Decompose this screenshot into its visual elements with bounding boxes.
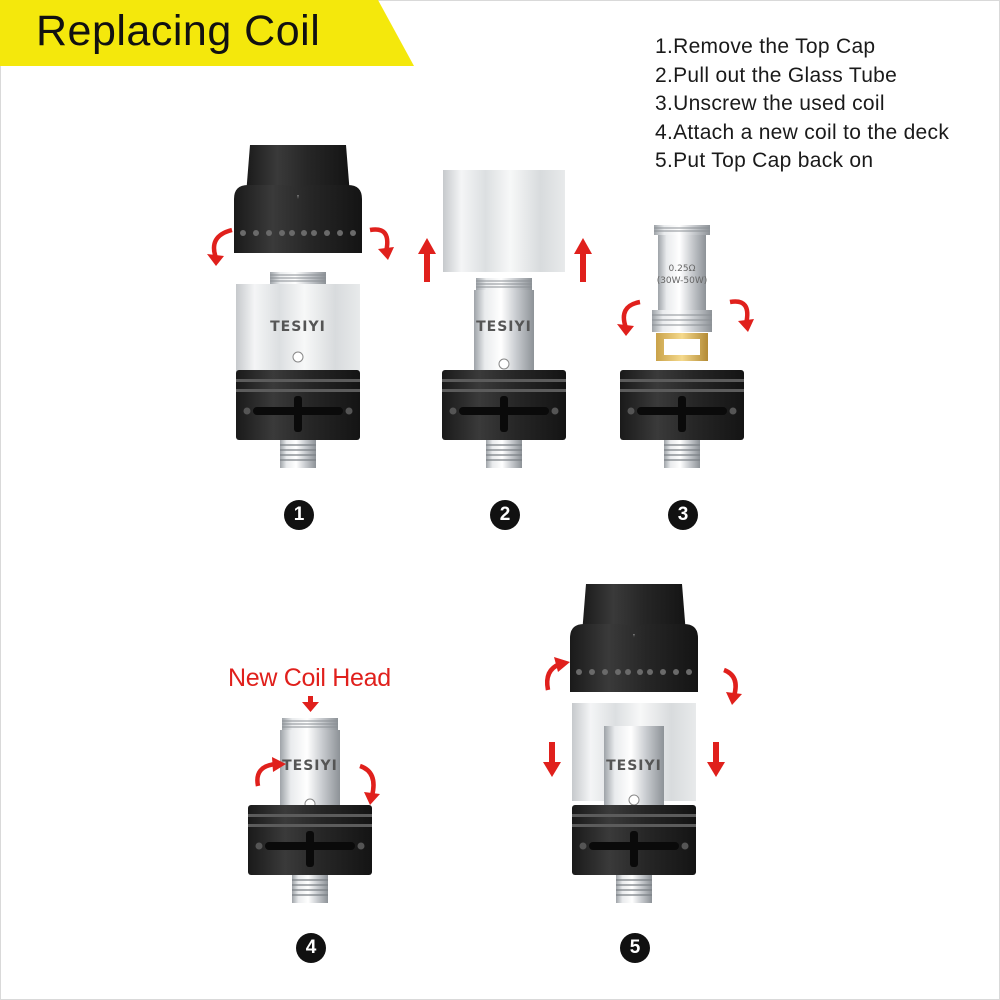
instruction-step-4: 4.Attach a new coil to the deck (655, 120, 950, 144)
arrowhead-icon (302, 702, 319, 712)
step-5-brand-text: TESIYI (606, 758, 662, 774)
step-4-rotation-arrows (255, 757, 380, 805)
step-5-atomizer: TESIYI (571, 703, 697, 904)
step-2-glass-tube (443, 170, 565, 272)
step-1-brand-text: TESIYI (270, 319, 326, 335)
step-badge-4: 4 (296, 933, 326, 963)
step-1-rotation-arrows (207, 227, 394, 266)
rotate-arrow-icon (723, 667, 738, 697)
arrowhead-icon (707, 762, 725, 777)
up-arrow-icon (580, 252, 586, 282)
step-2-pull-arrows (418, 238, 592, 282)
step-5-top-cap (570, 584, 698, 692)
step-4-brand-text: TESIYI (282, 758, 338, 774)
instruction-step-5: 5.Put Top Cap back on (655, 149, 874, 172)
page-title: Replacing Coil (36, 7, 321, 55)
coil-wattage-text: (30W-50W) (657, 276, 708, 286)
arrowhead-icon (554, 657, 570, 672)
arrowhead-icon (574, 238, 592, 254)
step-4-atomizer: TESIYI (247, 717, 373, 904)
step-2-atomizer: TESIYI (441, 277, 567, 469)
step-badge-3: 3 (668, 500, 698, 530)
instruction-step-1: 1.Remove the Top Cap (655, 35, 876, 58)
new-coil-head-label: New Coil Head (228, 664, 391, 692)
step-5-rotation-arrows (545, 657, 742, 705)
up-arrow-icon (424, 252, 430, 282)
step-badge-1: 1 (284, 500, 314, 530)
instruction-step-3: 3.Unscrew the used coil (655, 92, 885, 115)
arrowhead-icon (543, 762, 561, 777)
rotate-arrow-icon (359, 763, 376, 797)
down-arrow-icon (308, 696, 313, 704)
arrowhead-icon (364, 792, 380, 805)
coil-resistance-text: 0.25Ω (669, 264, 696, 274)
step-1-atomizer: TESIYI (235, 271, 361, 469)
arrowhead-icon (378, 247, 394, 260)
step-5-push-arrows (543, 742, 725, 777)
down-arrow-icon (713, 742, 719, 764)
step-3-deck (619, 369, 745, 469)
step-3-used-coil: 0.25Ω (30W-50W) (651, 224, 713, 362)
arrowhead-icon (726, 692, 742, 705)
rotate-arrow-icon (211, 227, 233, 259)
rotate-arrow-icon (621, 299, 641, 329)
step-3-rotation-arrows (617, 299, 754, 336)
step-badge-5: 5 (620, 933, 650, 963)
arrowhead-icon (207, 254, 224, 266)
arrowhead-icon (617, 324, 634, 336)
instruction-list: 1.Remove the Top Cap 2.Pull out the Glas… (655, 33, 949, 176)
title-banner (0, 0, 414, 66)
arrowhead-icon (738, 319, 754, 332)
step-2-brand-text: TESIYI (476, 319, 532, 335)
step-4-new-coil-arrow (302, 696, 319, 712)
arrowhead-icon (272, 757, 286, 772)
step-badge-2: 2 (490, 500, 520, 530)
step-1-top-cap (234, 145, 362, 253)
arrowhead-icon (418, 238, 436, 254)
instruction-step-2: 2.Pull out the Glass Tube (655, 63, 898, 87)
down-arrow-icon (549, 742, 555, 764)
